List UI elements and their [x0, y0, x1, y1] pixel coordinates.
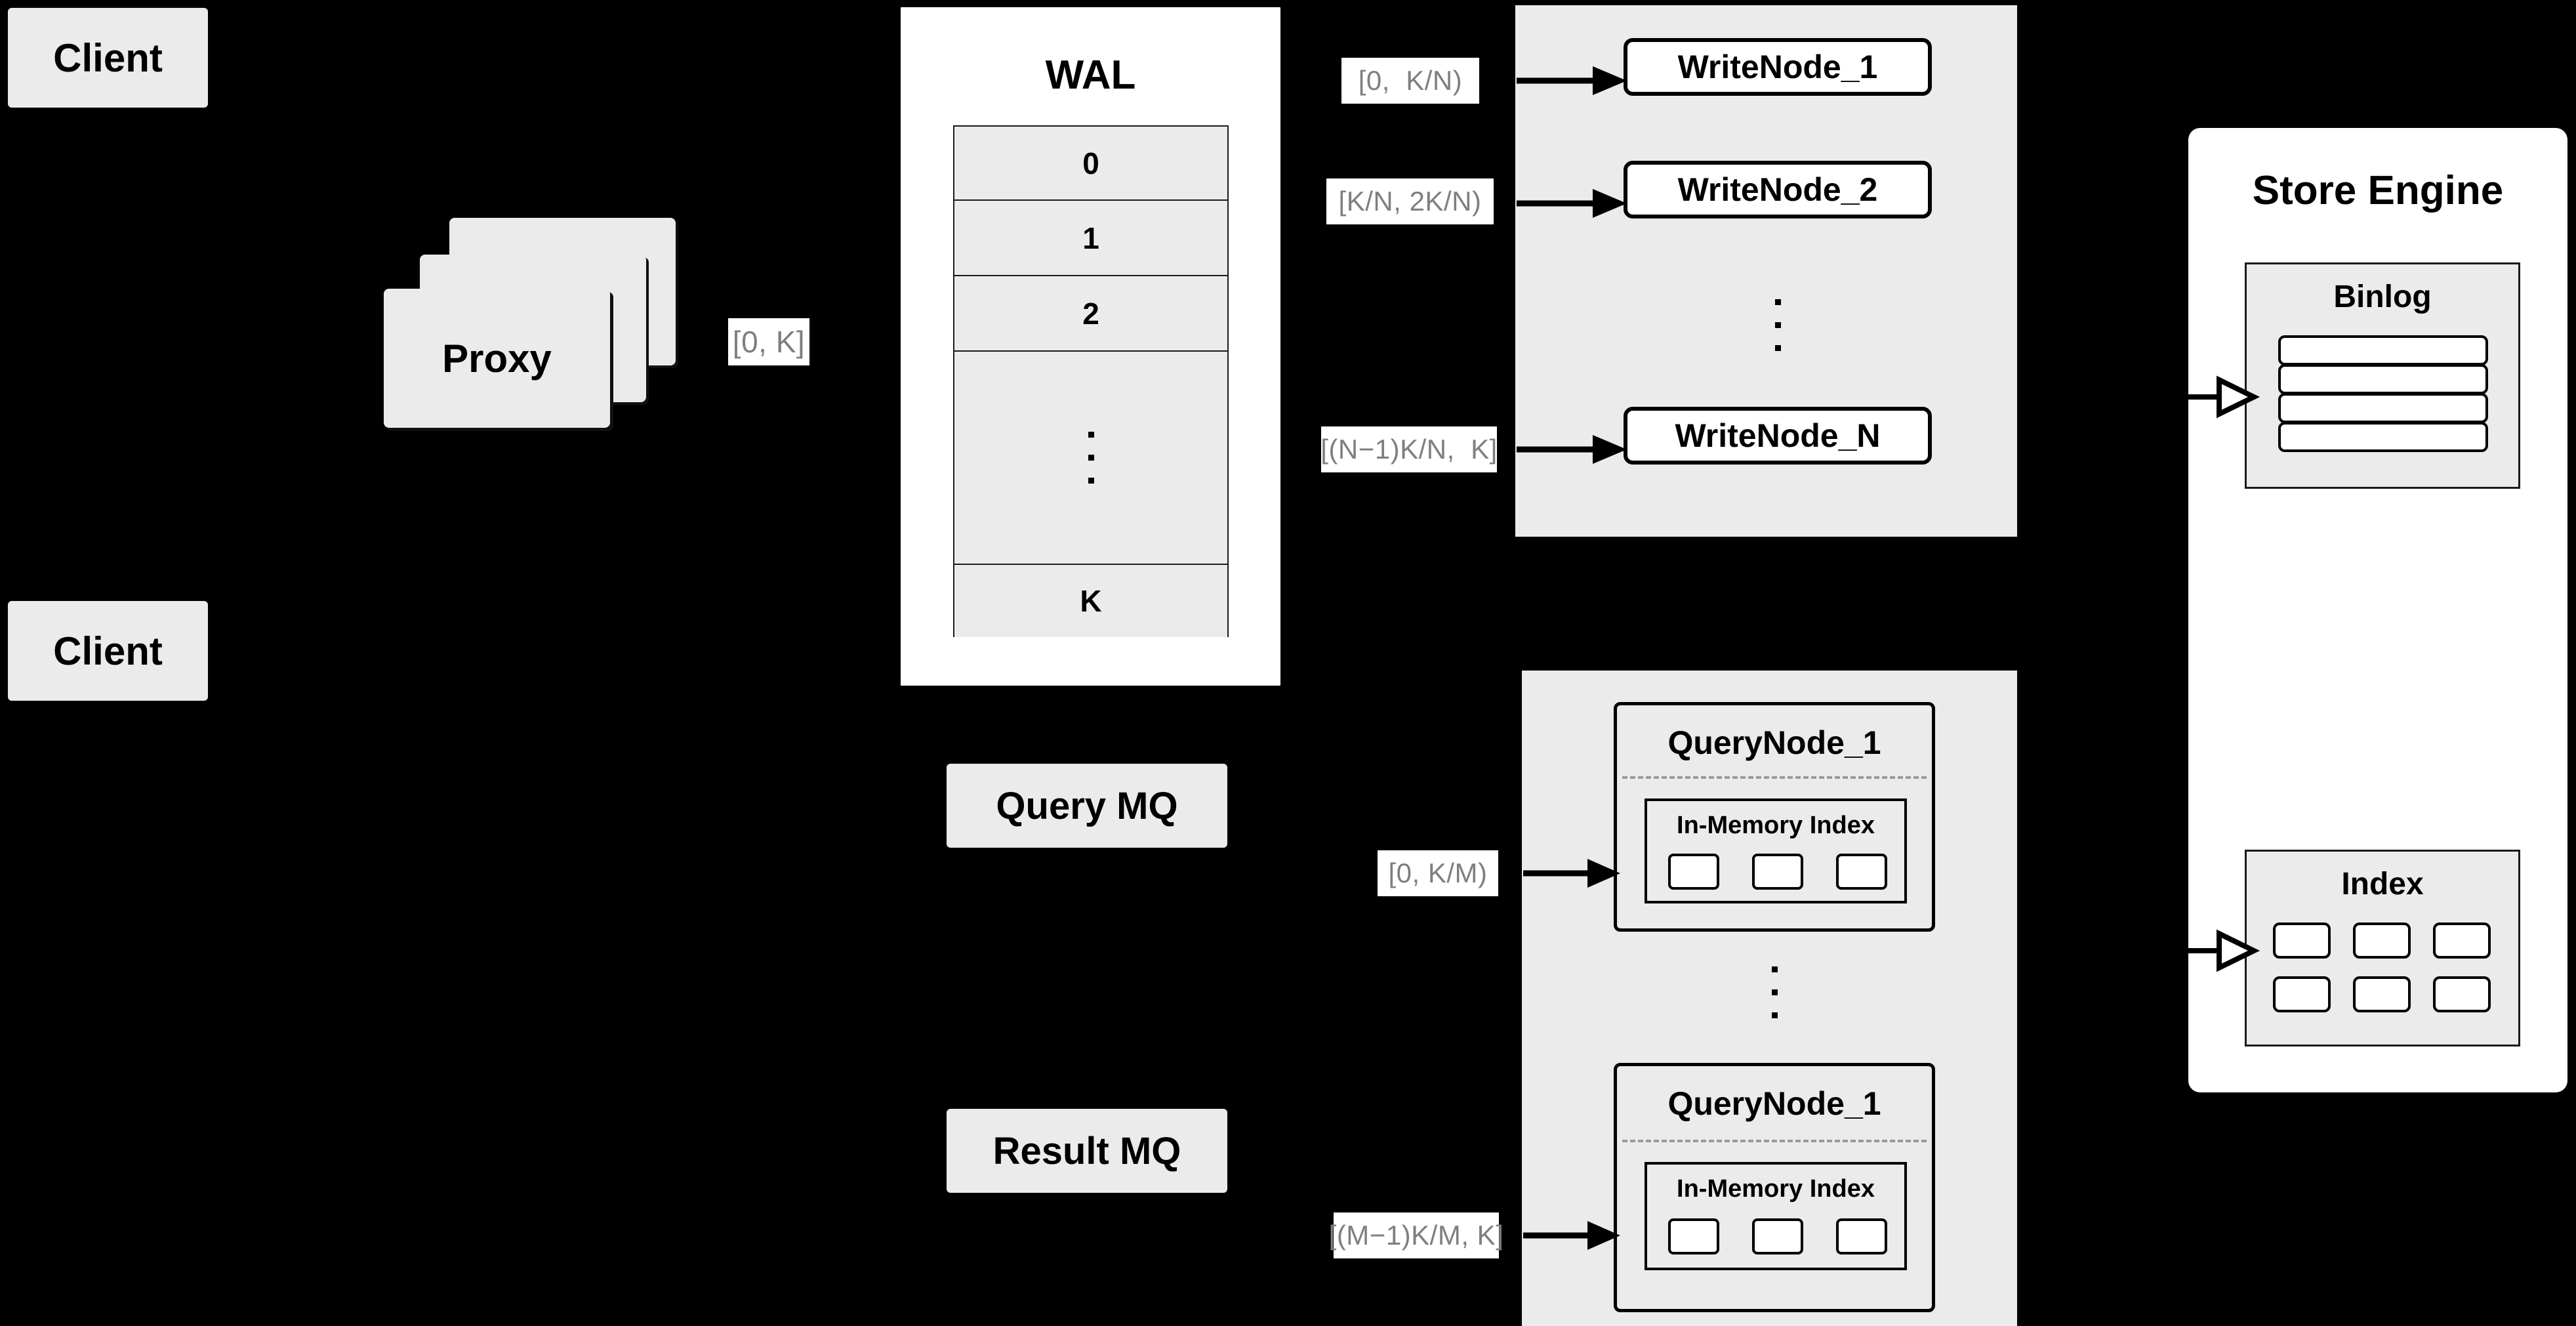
range-label-proxy-to-wal: [0, K]: [728, 318, 809, 365]
query-mq-box[interactable]: Query MQ: [947, 764, 1227, 848]
index-chip[interactable]: [1752, 854, 1803, 890]
index-chip[interactable]: [2273, 922, 2331, 959]
in-memory-index-box-1: In-Memory Index: [1645, 798, 1907, 903]
ellipsis-dot: [1771, 1012, 1778, 1018]
binlog-title: Binlog: [2333, 280, 2432, 314]
ellipsis-dot: [1774, 344, 1781, 351]
range-label-text: [(N−1)K/N, K]: [1320, 434, 1498, 465]
query-node-1-title: QueryNode_1: [1667, 724, 1881, 761]
result-mq-box[interactable]: Result MQ: [947, 1109, 1227, 1193]
write-node-n[interactable]: WriteNode_N: [1624, 407, 1932, 465]
range-label-write-n: [(N−1)K/N, K]: [1320, 426, 1498, 472]
arrow-to-index: [2188, 929, 2260, 972]
query-node-m[interactable]: QueryNode_1 In-Memory Index: [1614, 1063, 1935, 1312]
ellipsis-dot: [1774, 299, 1781, 305]
binlog-row[interactable]: [2278, 393, 2488, 423]
index-chip[interactable]: [1668, 1218, 1719, 1254]
range-label-write-2: [K/N, 2K/N): [1326, 178, 1494, 224]
proxy-label: Proxy: [442, 336, 552, 381]
write-node-2-label: WriteNode_2: [1677, 171, 1878, 208]
client-box-1[interactable]: Client: [8, 8, 208, 108]
index-chip[interactable]: [2433, 976, 2491, 1012]
index-chip[interactable]: [2433, 922, 2491, 959]
wal-title: WAL: [1045, 52, 1136, 98]
write-group-ellipsis: [1748, 276, 1807, 374]
client-box-2[interactable]: Client: [8, 601, 208, 701]
range-label-text: [K/N, 2K/N): [1338, 186, 1482, 217]
query-node-m-separator: [1622, 1140, 1927, 1142]
range-label-text: [0, K/N): [1358, 65, 1463, 96]
client-label-2: Client: [53, 629, 163, 673]
wal-entry-1[interactable]: 1: [954, 201, 1227, 276]
wal-entry-0[interactable]: 0: [954, 127, 1227, 201]
write-node-1[interactable]: WriteNode_1: [1624, 38, 1932, 96]
range-label-text: [0, K/M): [1388, 858, 1488, 888]
index-box: Index: [2245, 850, 2520, 1046]
range-label-text: [0, K]: [732, 325, 806, 359]
ellipsis-dot: [1774, 321, 1781, 328]
arrow-to-write-node-n: [1517, 435, 1627, 464]
result-mq-label: Result MQ: [992, 1129, 1181, 1172]
wal-entry-2[interactable]: 2: [954, 276, 1227, 352]
query-node-1-separator: [1622, 776, 1927, 779]
binlog-row[interactable]: [2278, 422, 2488, 452]
arrow-to-write-node-2: [1517, 189, 1627, 218]
index-chip[interactable]: [1668, 854, 1719, 890]
store-engine-title: Store Engine: [2252, 168, 2504, 213]
index-chip[interactable]: [2273, 976, 2331, 1012]
ellipsis-dot: [1771, 966, 1778, 972]
binlog-box: Binlog: [2245, 262, 2520, 489]
binlog-row[interactable]: [2278, 335, 2488, 365]
write-node-n-label: WriteNode_N: [1675, 417, 1881, 454]
in-memory-index-box-2: In-Memory Index: [1645, 1162, 1907, 1270]
wal-ellipsis: [954, 352, 1227, 565]
query-group-ellipsis: [1745, 938, 1804, 1046]
store-engine-panel: Store Engine Binlog Index: [2188, 128, 2567, 1092]
query-mq-label: Query MQ: [996, 784, 1178, 827]
range-label-text: [(M−1)K/M, K]: [1328, 1220, 1504, 1251]
binlog-row[interactable]: [2278, 364, 2488, 394]
client-label-1: Client: [53, 35, 163, 80]
query-node-m-title: QueryNode_1: [1667, 1085, 1881, 1122]
arrow-to-binlog: [2188, 375, 2260, 419]
range-label-query-m: [(M−1)K/M, K]: [1329, 1212, 1503, 1258]
arrow-to-query-node-m: [1523, 1221, 1620, 1250]
wal-panel: WAL 0 1 2 K: [899, 5, 1282, 688]
ellipsis-dot: [1088, 455, 1094, 461]
arrow-to-query-node-1: [1523, 859, 1620, 888]
write-node-2[interactable]: WriteNode_2: [1624, 161, 1932, 218]
ellipsis-dot: [1088, 432, 1094, 438]
range-label-write-1: [0, K/N): [1341, 58, 1479, 104]
wal-table: 0 1 2 K: [953, 125, 1229, 637]
ellipsis-dot: [1771, 989, 1778, 995]
index-chip[interactable]: [2353, 922, 2411, 959]
ellipsis-dot: [1088, 478, 1094, 484]
index-chip[interactable]: [1752, 1218, 1803, 1254]
query-node-1[interactable]: QueryNode_1 In-Memory Index: [1614, 702, 1935, 932]
range-label-query-1: [0, K/M): [1378, 850, 1498, 896]
index-title: Index: [2341, 867, 2424, 901]
in-memory-index-title-1: In-Memory Index: [1677, 812, 1875, 839]
wal-entry-last[interactable]: K: [954, 565, 1227, 637]
write-node-1-label: WriteNode_1: [1677, 49, 1878, 85]
proxy-box[interactable]: Proxy: [384, 289, 610, 428]
in-memory-index-title-2: In-Memory Index: [1677, 1175, 1875, 1203]
index-chip[interactable]: [1836, 854, 1887, 890]
arrow-to-write-node-1: [1517, 66, 1627, 95]
index-chip[interactable]: [1836, 1218, 1887, 1254]
index-chip[interactable]: [2353, 976, 2411, 1012]
